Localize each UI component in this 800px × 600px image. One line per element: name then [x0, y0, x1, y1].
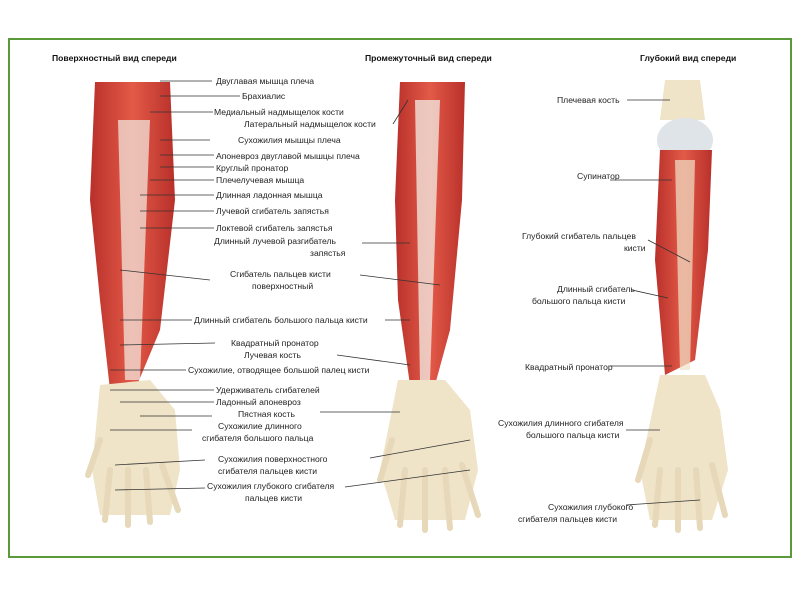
label: Апоневроз двуглавой мышцы плеча [216, 151, 360, 161]
label: сгибателя пальцев кисти [518, 514, 618, 524]
label: пальцев кисти [245, 493, 303, 503]
label: Лучевая кость [244, 350, 301, 360]
label: Сгибатель пальцев кисти [230, 269, 331, 279]
label: большого пальца кисти [526, 430, 620, 440]
label: Сухожилия длинного сгибателя [498, 418, 624, 428]
label: Плечевая кость [557, 95, 620, 105]
label: Квадратный пронатор [231, 338, 319, 348]
label: Длинный сгибатель [557, 284, 635, 294]
label: Длинный сгибатель большого пальца кисти [194, 315, 368, 325]
heading-deep: Глубокий вид спереди [640, 53, 737, 63]
label: Медиальный надмыщелок кости [214, 107, 344, 117]
label: Локтевой сгибатель запястья [216, 223, 333, 233]
label: Квадратный пронатор [525, 362, 613, 372]
label: Брахиалис [242, 91, 286, 101]
label: кисти [624, 243, 646, 253]
label: сгибателя пальцев кисти [218, 466, 318, 476]
label: Латеральный надмыщелок кости [244, 119, 376, 129]
label: Длинный лучевой разгибатель [214, 236, 336, 246]
label: Удерживатель сгибателей [216, 385, 320, 395]
label: запястья [310, 248, 346, 258]
leader-lines [110, 80, 701, 506]
label: Плечелучевая мышца [216, 175, 305, 185]
label: поверхностный [252, 281, 314, 291]
label: Сухожилие длинного [218, 421, 302, 431]
label: сгибателя большого пальца [202, 433, 314, 443]
label: Двуглавая мышца плеча [216, 76, 315, 86]
label: Глубокий сгибатель пальцев [522, 231, 636, 241]
poster-frame [8, 38, 792, 558]
label: Круглый пронатор [216, 163, 289, 173]
label: Длинная ладонная мышца [216, 190, 323, 200]
label: Сухожилие, отводящее большой палец кисти [188, 365, 370, 375]
arm-superficial [85, 82, 181, 528]
label: большого пальца кисти [532, 296, 626, 306]
label: Супинатор [577, 171, 620, 181]
label: Сухожилия глубокого [548, 502, 634, 512]
heading-superficial: Поверхностный вид спереди [52, 53, 177, 63]
label: Сухожилия глубокого сгибателя [207, 481, 335, 491]
label: Пястная кость [238, 409, 295, 419]
arm-intermediate [377, 82, 481, 533]
label: Сухожилия поверхностного [218, 454, 328, 464]
arm-deep [635, 80, 728, 533]
heading-intermediate: Промежуточный вид спереди [365, 53, 492, 63]
label: Сухожилия мышцы плеча [238, 135, 341, 145]
label: Ладонный апоневроз [216, 397, 301, 407]
label: Лучевой сгибатель запястья [216, 206, 329, 216]
